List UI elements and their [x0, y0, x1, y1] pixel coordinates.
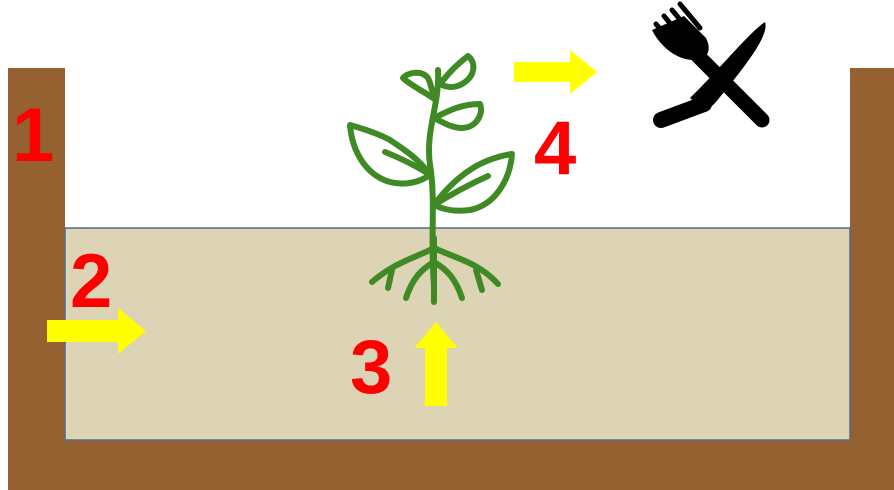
fork-knife-icon	[652, 4, 766, 120]
label-2: 2	[70, 239, 112, 324]
label-3: 3	[350, 325, 392, 410]
label-1: 1	[12, 93, 54, 178]
label-4: 4	[534, 106, 576, 191]
arrow-right-icon	[514, 50, 597, 94]
